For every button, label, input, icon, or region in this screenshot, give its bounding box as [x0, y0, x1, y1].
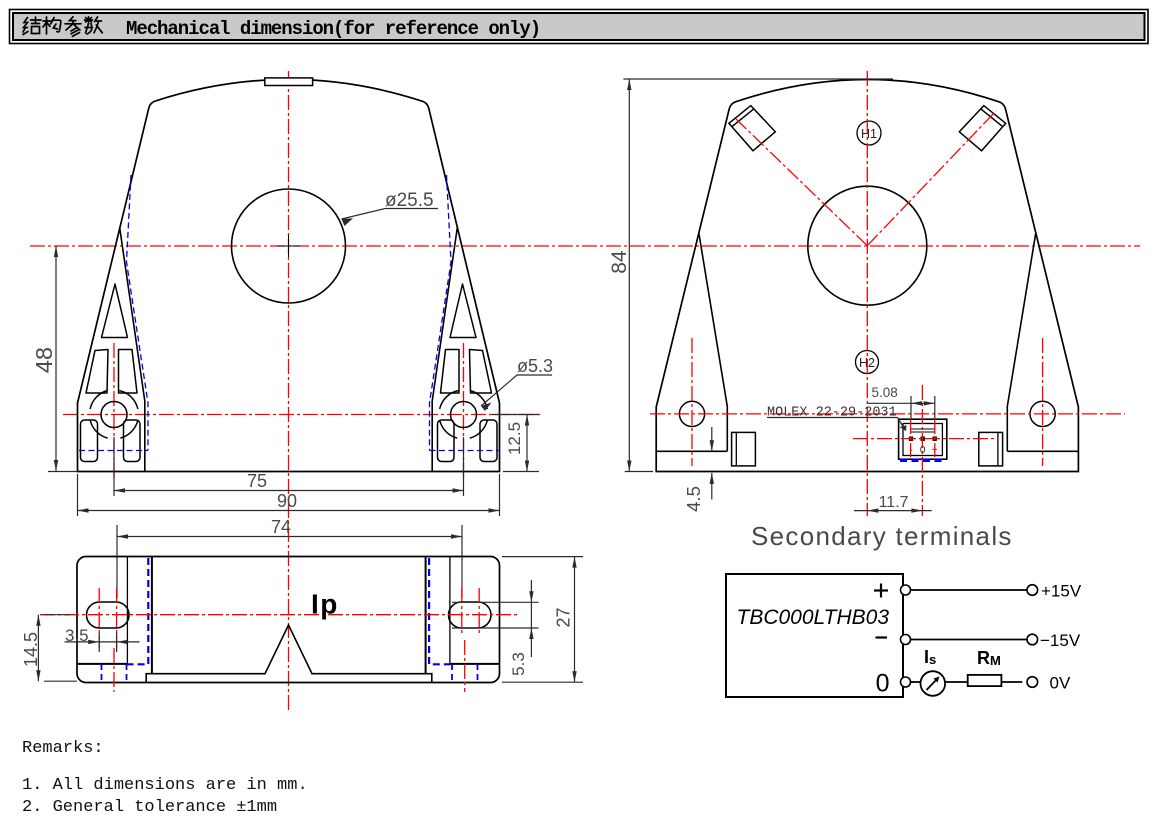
svg-text:Secondary terminals: Secondary terminals	[751, 521, 1013, 551]
svg-text:3.5: 3.5	[65, 626, 89, 645]
svg-text:74: 74	[271, 517, 291, 537]
svg-text:Mechanical dimension(for refer: Mechanical dimension(for reference only)	[126, 18, 540, 40]
svg-text:H1: H1	[861, 127, 877, 141]
svg-text:MOLEX 22-29-2031: MOLEX 22-29-2031	[767, 406, 897, 421]
svg-text:+15V: +15V	[1041, 582, 1082, 601]
svg-text:27: 27	[554, 607, 574, 627]
svg-text:48: 48	[31, 347, 57, 373]
svg-text:Remarks:: Remarks:	[22, 739, 104, 758]
svg-text:14.5: 14.5	[21, 632, 41, 667]
svg-text:RM: RM	[977, 648, 1001, 668]
svg-text:75: 75	[247, 471, 267, 491]
svg-text:1. All dimensions are in mm.: 1. All dimensions are in mm.	[22, 776, 308, 795]
svg-text:ø5.3: ø5.3	[517, 356, 553, 376]
svg-text:90: 90	[277, 491, 297, 511]
svg-text:5.3: 5.3	[509, 652, 528, 676]
svg-text:TBC000LTHB03: TBC000LTHB03	[737, 606, 890, 629]
svg-text:Is: Is	[924, 647, 936, 667]
svg-text:2. General tolerance ±1mm: 2. General tolerance ±1mm	[22, 798, 277, 817]
svg-text:11.7: 11.7	[879, 494, 909, 511]
svg-text:0V: 0V	[1050, 674, 1071, 693]
svg-text:Ip: Ip	[311, 589, 339, 620]
svg-text:0: 0	[876, 670, 890, 698]
svg-text:12.5: 12.5	[505, 422, 524, 455]
svg-text:5.08: 5.08	[872, 385, 898, 400]
svg-text:−15V: −15V	[1040, 631, 1081, 650]
svg-text:84: 84	[608, 250, 631, 274]
svg-text:ø25.5: ø25.5	[385, 190, 434, 211]
svg-text:0: 0	[920, 445, 926, 456]
svg-text:4.5: 4.5	[683, 486, 704, 512]
